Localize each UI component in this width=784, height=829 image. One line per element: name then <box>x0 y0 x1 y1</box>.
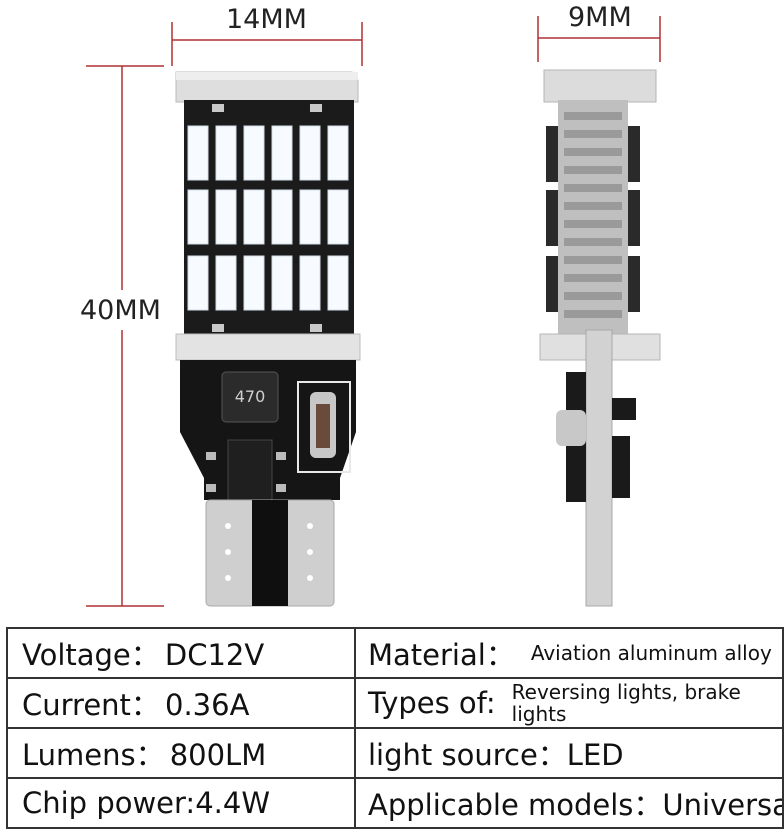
spec-cell: Voltage： DC12V <box>6 627 356 679</box>
spec-value: Universal <box>662 788 781 822</box>
chip-marking: 470 <box>235 387 266 406</box>
depth-dimension-line <box>537 16 661 62</box>
spec-value: 800LM <box>169 738 267 772</box>
spec-cell: Material： Aviation aluminum alloy <box>354 627 784 679</box>
height-dimension-line <box>86 65 164 607</box>
spec-value: LED <box>566 738 624 772</box>
spec-cell: Types of: Reversing lights, brake lights <box>354 677 784 729</box>
spec-value: Reversing lights, brake lights <box>511 680 741 726</box>
led-array <box>187 125 349 311</box>
spec-key: Types of: <box>368 686 496 720</box>
side-view <box>539 69 661 607</box>
front-view <box>175 71 361 607</box>
spec-row: Voltage： DC12V Material： Aviation aluminu… <box>6 627 784 679</box>
spec-cell: Current： 0.36A <box>6 677 356 729</box>
spec-cell: light source：LED <box>354 727 784 779</box>
spec-key: Voltage： <box>22 638 160 672</box>
spec-value: 4.4W <box>195 786 271 820</box>
led-bulb-illustration: 470 <box>86 16 661 607</box>
spec-table: Voltage： DC12V Material： Aviation aluminu… <box>6 627 784 829</box>
width-dimension-line <box>171 22 363 66</box>
spec-cell: Lumens： 800LM <box>6 727 356 779</box>
spec-row: Current： 0.36A Types of: Reversing lights… <box>6 677 784 729</box>
spec-key: Applicable models： <box>368 788 663 822</box>
spec-key: Lumens： <box>22 738 165 772</box>
spec-value: 0.36A <box>165 688 250 722</box>
spec-value: DC12V <box>164 638 265 672</box>
height-dimension-label: 40MM <box>80 295 161 326</box>
spec-cell: Applicable models：Universal <box>354 777 784 829</box>
spec-row: Lumens： 800LM light source：LED <box>6 727 784 779</box>
depth-dimension-label: 9MM <box>568 2 632 33</box>
spec-key: light source： <box>368 738 567 772</box>
spec-key: Current： <box>22 688 160 722</box>
spec-key: Material： <box>368 638 515 672</box>
spec-value: Aviation aluminum alloy <box>530 641 772 665</box>
width-dimension-label: 14MM <box>226 4 307 35</box>
spec-key: Chip power: <box>22 786 196 820</box>
